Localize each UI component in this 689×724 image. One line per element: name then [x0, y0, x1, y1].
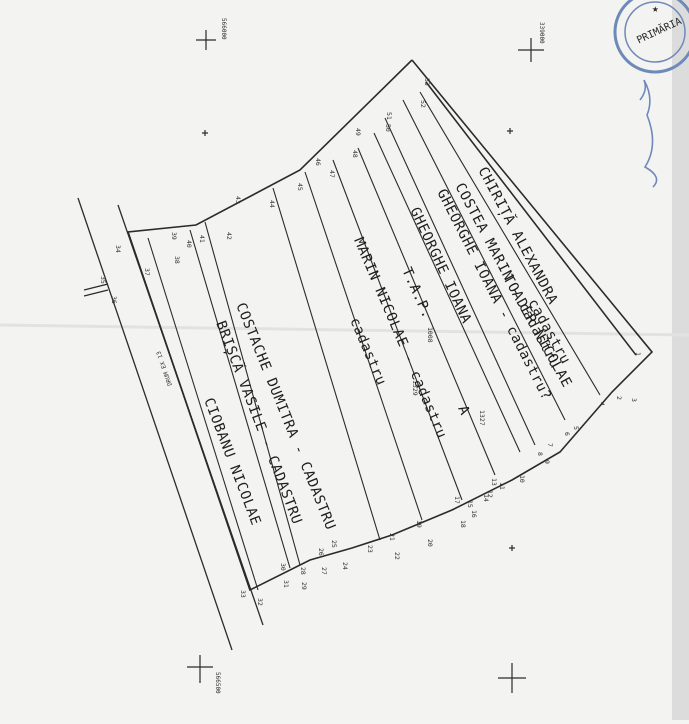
point-label-49: 49 [354, 128, 362, 136]
area-label-1327: 1327 [478, 410, 486, 426]
area-label-1329: 1329 [411, 380, 419, 396]
point-label-27: 27 [320, 567, 328, 575]
point-label-16: 16 [470, 510, 478, 518]
point-label-25: 25 [330, 540, 338, 548]
point-label-37: 37 [143, 268, 151, 276]
point-label-51: 51 [385, 112, 393, 120]
point-label-7: 7 [546, 443, 554, 447]
point-label-10: 10 [518, 475, 526, 483]
point-label-24: 24 [341, 562, 349, 570]
area-label-1008: 1008 [426, 327, 434, 343]
point-label-13: 13 [490, 478, 498, 486]
point-label-53: 53 [423, 78, 431, 86]
point-label-20: 20 [426, 539, 434, 547]
point-label-41: 41 [198, 235, 206, 243]
point-label-40: 40 [185, 240, 193, 248]
svg-text:★: ★ [652, 2, 659, 15]
point-label-29: 29 [300, 582, 308, 590]
point-number-labels: 1234567891011121314151617181920212223242… [99, 78, 642, 606]
point-label-15: 15 [466, 500, 474, 508]
paper-right-edge [672, 0, 689, 720]
point-label-35: 35 [99, 276, 107, 284]
paper-fold-line [0, 323, 689, 337]
point-label-8: 8 [536, 452, 544, 456]
point-label-52: 52 [419, 100, 427, 108]
point-label-47: 47 [328, 170, 336, 178]
point-label-30: 30 [279, 563, 287, 571]
parcel-division-lines [147, 91, 601, 591]
parcel-boundary [126, 59, 654, 592]
point-label-28: 28 [299, 567, 307, 575]
grid-cross-marks [187, 30, 544, 693]
grid-coord-top-left: 566000 [220, 18, 227, 40]
point-label-14: 14 [482, 494, 490, 502]
point-label-32: 32 [256, 598, 264, 606]
point-label-19: 19 [415, 520, 423, 528]
point-label-23: 23 [366, 545, 374, 553]
point-label-21: 21 [388, 533, 396, 541]
signature-scribble [639, 79, 658, 188]
point-label-2: 2 [615, 396, 623, 400]
point-label-6: 6 [563, 432, 571, 436]
point-label-4: 4 [598, 402, 606, 406]
point-label-38: 38 [173, 256, 181, 264]
point-label-31: 31 [282, 580, 290, 588]
point-label-45: 45 [296, 183, 304, 191]
point-label-12: 12 [486, 490, 494, 498]
point-label-50: 50 [384, 124, 392, 132]
point-label-46: 46 [314, 158, 322, 166]
point-label-17: 17 [453, 496, 461, 504]
point-label-1: 1 [634, 352, 642, 356]
grid-coord-bottom-left: 566500 [214, 672, 221, 694]
point-label-42: 42 [225, 232, 233, 240]
point-label-26: 26 [317, 548, 325, 556]
point-label-9: 9 [543, 460, 551, 464]
grid-coord-top-right: 339000 [538, 22, 545, 44]
point-label-34: 34 [114, 245, 122, 253]
point-label-39: 39 [170, 232, 178, 240]
point-label-11: 11 [498, 482, 506, 490]
point-label-5: 5 [572, 426, 580, 430]
point-label-22: 22 [393, 552, 401, 560]
point-label-44: 44 [268, 200, 276, 208]
point-label-43: 43 [234, 196, 242, 204]
point-label-36: 36 [110, 296, 118, 304]
point-label-3: 3 [630, 398, 638, 402]
point-label-33: 33 [239, 590, 247, 598]
point-label-18: 18 [459, 520, 467, 528]
point-label-48: 48 [351, 150, 359, 158]
